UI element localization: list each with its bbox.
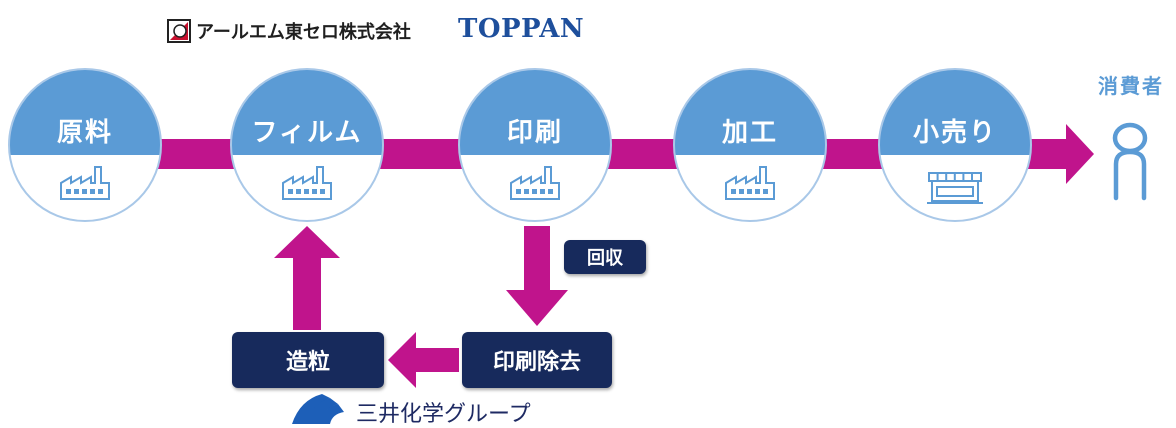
ink-removal-label: 印刷除去 bbox=[492, 350, 581, 375]
down-arrow bbox=[506, 226, 568, 326]
factory-icon bbox=[60, 166, 110, 200]
rm-tohcello-logo-text: アールエム東セロ株式会社 bbox=[196, 22, 411, 43]
store-icon bbox=[927, 172, 983, 204]
stage-circle bbox=[673, 68, 827, 222]
rm-tohcello-logo-icon bbox=[167, 19, 191, 43]
stage-label-printing: 印刷 bbox=[506, 118, 563, 148]
stage-circle bbox=[878, 68, 1032, 222]
person-icon bbox=[1112, 122, 1148, 201]
stage-label-film: フィルム bbox=[251, 118, 363, 148]
stage-label-processing: 加工 bbox=[721, 118, 778, 148]
collect-box: 回収 bbox=[564, 240, 646, 274]
pelletize-box: 造粒 bbox=[232, 332, 384, 388]
factory-icon bbox=[510, 166, 560, 200]
consumer-label: 消費者 bbox=[1098, 74, 1164, 98]
stage-label-raw-material: 原料 bbox=[56, 118, 113, 148]
toppan-logo: TOPPAN bbox=[458, 14, 585, 44]
factory-icon bbox=[282, 166, 332, 200]
stage-circle bbox=[8, 68, 162, 222]
left-arrow bbox=[388, 332, 459, 388]
stage-label-retail: 小売り bbox=[912, 118, 997, 148]
mitsui-logo-icon bbox=[292, 394, 344, 424]
up-arrow bbox=[274, 226, 340, 330]
mitsui-logo-text: 三井化学グループ bbox=[356, 402, 531, 427]
factory-icon bbox=[725, 166, 775, 200]
ink-removal-box: 印刷除去 bbox=[462, 332, 612, 388]
collect-label: 回収 bbox=[587, 248, 623, 269]
main-flow-arrowhead bbox=[1066, 124, 1094, 184]
pelletize-label: 造粒 bbox=[285, 350, 330, 375]
